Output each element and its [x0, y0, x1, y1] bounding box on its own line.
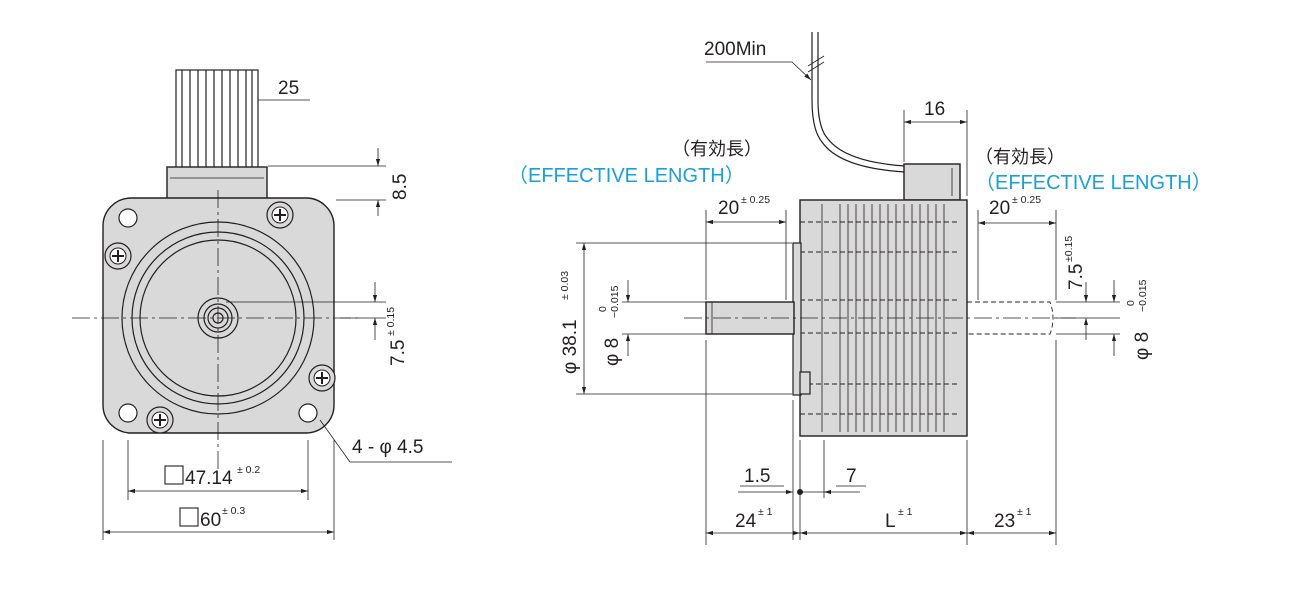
side-view: 200Min 16 — [508, 32, 1212, 545]
cable-height-label: 8.5 — [390, 174, 411, 200]
rear-flat-tol: ±0.15 — [1063, 236, 1075, 262]
rear-flat-label: 7.5 — [1066, 264, 1087, 290]
screw-icon — [266, 201, 294, 229]
square-symbol-icon — [179, 507, 199, 527]
screw-icon — [146, 406, 174, 434]
flange-thk-label: 7 — [846, 466, 857, 487]
screw-icon — [104, 242, 132, 270]
pilot-dia-label: φ 38.1 — [560, 319, 581, 374]
body-size-tol: ± 0.3 — [222, 505, 245, 517]
mount-hole-icon — [118, 208, 138, 228]
body-length-tol: ± 1 — [898, 506, 913, 518]
motor-body-side — [799, 199, 968, 437]
cable-pitch-label: 25 — [278, 78, 299, 99]
shaft-dia-label-front: φ 8 — [602, 338, 623, 366]
body-size-label: 60 — [200, 510, 221, 531]
shaft-dia-label-rear: φ 8 — [1132, 332, 1153, 360]
ribbon-cable — [175, 69, 259, 171]
hole-pitch-label: 47.14 — [185, 468, 233, 489]
pilot-dia-tol: ± 0.03 — [559, 271, 571, 300]
shaft-offset-tol: ± 0.15 — [385, 307, 397, 336]
body-length-label: L — [885, 511, 896, 532]
square-symbol-icon — [164, 465, 184, 485]
effective-length-en-front: （EFFECTIVE LENGTH） — [508, 164, 745, 187]
front-effective-tol: ± 0.25 — [741, 194, 770, 206]
lead-length-label: 200Min — [704, 39, 766, 60]
rear-effective-tol: ± 0.25 — [1012, 194, 1041, 206]
mount-hole-icon — [298, 403, 318, 423]
rear-shaft-tol: ± 1 — [1017, 506, 1032, 518]
hole-pitch-tol: ± 0.2 — [237, 464, 260, 476]
shaft-tol-upper-rear: 0 — [1125, 300, 1137, 306]
cable-housing — [903, 163, 961, 201]
effective-length-jp-front: （有効長） — [672, 139, 762, 160]
front-effective-label: 20 — [718, 198, 739, 219]
effective-length-en-rear: （EFFECTIVE LENGTH） — [975, 171, 1212, 194]
mount-hole-icon — [118, 403, 138, 423]
front-shaft-tol: ± 1 — [758, 506, 773, 518]
shaft-tol-lower-rear: −0.015 — [1137, 279, 1149, 312]
rear-shaft-label: 23 — [994, 511, 1015, 532]
connector-block — [166, 166, 268, 200]
connector-width-label: 16 — [924, 99, 945, 120]
rear-effective-label: 20 — [989, 198, 1010, 219]
screw-icon — [308, 364, 336, 392]
motor-face — [102, 197, 335, 434]
shaft-offset-label: 7.5 — [388, 340, 409, 366]
effective-length-jp-rear: （有効長） — [975, 147, 1065, 168]
hole-callout-label: 4 - φ 4.5 — [352, 437, 423, 458]
pilot-depth-label: 1.5 — [744, 466, 770, 487]
front-shaft-label: 24 — [735, 511, 757, 532]
front-view: 25 8.5 7.5 ± 0.15 4 - φ 4.5 47.14 ± 0.2 … — [72, 69, 452, 540]
shaft-tol-upper-front: 0 — [597, 306, 609, 312]
shaft-tol-lower-front: −0.015 — [609, 285, 621, 318]
